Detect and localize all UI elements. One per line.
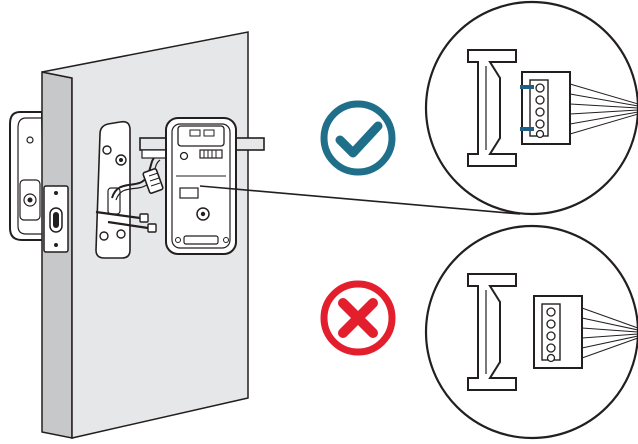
- connector-socket: [467, 49, 517, 167]
- connector-wires: [569, 83, 638, 135]
- callout-incorrect-connection: [424, 224, 638, 440]
- door-edge: [41, 71, 73, 439]
- wire-harness: [111, 155, 164, 201]
- connector-wires: [581, 307, 638, 359]
- connector-socket: [467, 273, 517, 391]
- callout-correct-connection: [424, 0, 638, 216]
- connector-plug: [520, 71, 571, 145]
- door-latch: [43, 185, 69, 253]
- mounting-screws: [95, 210, 157, 233]
- check-icon: [320, 100, 396, 176]
- connector-plug: [533, 295, 583, 369]
- alignment-marker-top: [520, 85, 534, 89]
- cross-icon: [320, 280, 396, 356]
- exterior-keypad: [9, 111, 46, 241]
- callout-leader-line: [199, 185, 521, 215]
- alignment-marker-bottom: [520, 127, 534, 131]
